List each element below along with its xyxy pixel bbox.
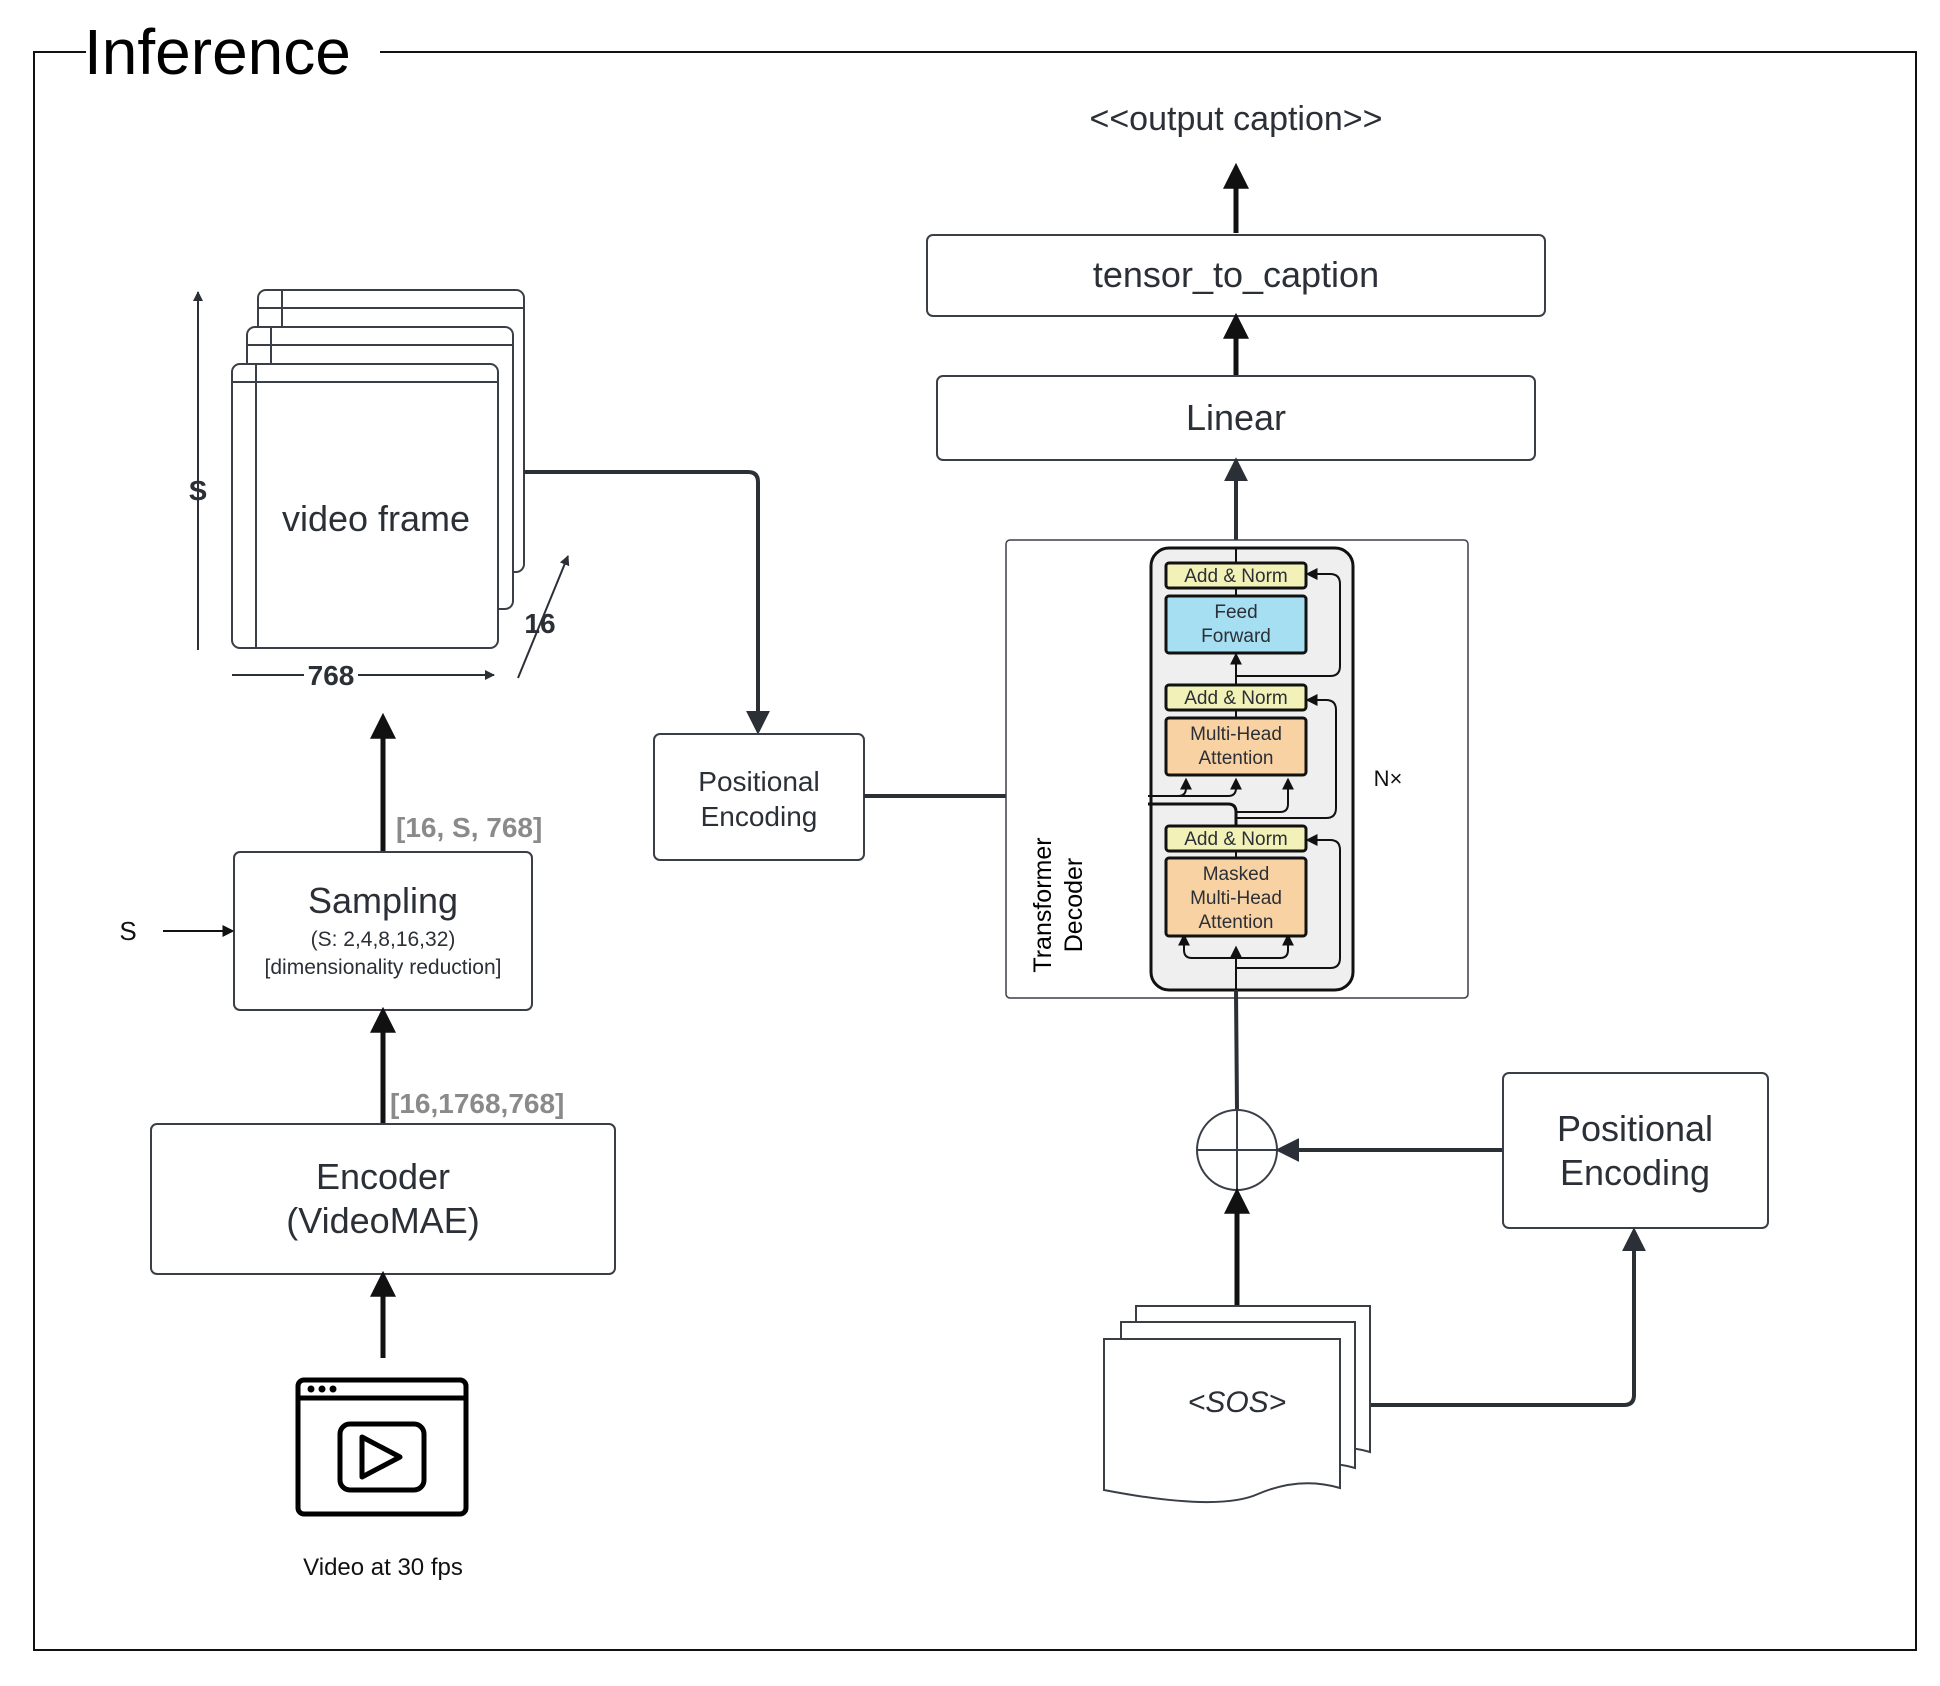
inference-frame: Inference: [33, 16, 1917, 1651]
depth-axis-arrow: [517, 555, 570, 679]
positional-encoding-right: Positional Encoding: [1502, 1072, 1769, 1229]
decoder-side-label-2: Decoder: [1060, 858, 1088, 953]
add-norm-label-3: Add & Norm: [1184, 829, 1287, 850]
transformer-decoder: Transformer Decoder N× Masked Multi-Head…: [1005, 539, 1469, 999]
encoder-label-line2: (VideoMAE): [286, 1200, 479, 1241]
diagram-title: Inference: [84, 16, 351, 88]
sampling-title: Sampling: [308, 880, 458, 921]
positional-encoding-left: Positional Encoding: [653, 733, 865, 861]
positional-encoding-left-line1: Positional: [698, 766, 819, 797]
width-axis-label: 768: [308, 660, 355, 691]
linear-label: Linear: [1186, 397, 1286, 438]
masked-mha-line2: Multi-Head: [1190, 888, 1282, 909]
depth-axis-label: 16: [524, 608, 555, 639]
encoder-box: Encoder (VideoMAE): [150, 1123, 616, 1275]
mha-line2: Attention: [1199, 748, 1274, 769]
output-caption: <<output caption>>: [1089, 100, 1382, 138]
s-axis-label: S: [189, 475, 208, 506]
video-input-label: Video at 30 fps: [303, 1554, 463, 1581]
positional-encoding-left-line2: Encoding: [701, 801, 818, 832]
decoder-side-label-1: Transformer: [1029, 837, 1057, 972]
feed-forward-line2: Forward: [1201, 626, 1271, 647]
sos-document-stack: <SOS>: [1103, 1305, 1371, 1504]
add-norm-label-2: Add & Norm: [1184, 688, 1287, 709]
mha-line1: Multi-Head: [1190, 724, 1282, 745]
video-player-icon: [295, 1377, 469, 1517]
sos-token-label: <SOS>: [1188, 1386, 1286, 1419]
masked-mha-line3: Attention: [1199, 912, 1274, 933]
feed-forward-line1: Feed: [1214, 602, 1257, 623]
sampling-options: (S: 2,4,8,16,32): [311, 928, 456, 951]
positional-encoding-right-line2: Encoding: [1560, 1152, 1710, 1193]
encoder-label-line1: Encoder: [316, 1156, 450, 1197]
video-frame-stack: video frame: [231, 289, 525, 649]
sampling-note: [dimensionality reduction]: [265, 956, 502, 979]
masked-mha-line1: Masked: [1203, 864, 1270, 885]
sampling-output-shape: [16, S, 768]: [396, 812, 542, 843]
linear-box: Linear: [936, 375, 1536, 461]
tensor-to-caption-box: tensor_to_caption: [926, 234, 1546, 317]
encoder-output-shape: [16,1768,768]: [390, 1088, 564, 1119]
video-frame-label: video frame: [282, 498, 470, 539]
sampling-input-label: S: [119, 916, 136, 946]
add-norm-label-1: Add & Norm: [1184, 566, 1287, 587]
sum-node: [1196, 1109, 1278, 1191]
connector-sum-to-decoder: [1234, 989, 1239, 1111]
positional-encoding-right-line1: Positional: [1557, 1108, 1713, 1149]
connector-frame-to-posenc: [524, 470, 770, 735]
sampling-box: Sampling (S: 2,4,8,16,32) [dimensionalit…: [233, 851, 533, 1011]
connector-sos-to-posenc: [1370, 1227, 1646, 1407]
tensor-to-caption-label: tensor_to_caption: [1093, 254, 1379, 295]
decoder-repeat-label: N×: [1374, 766, 1403, 791]
